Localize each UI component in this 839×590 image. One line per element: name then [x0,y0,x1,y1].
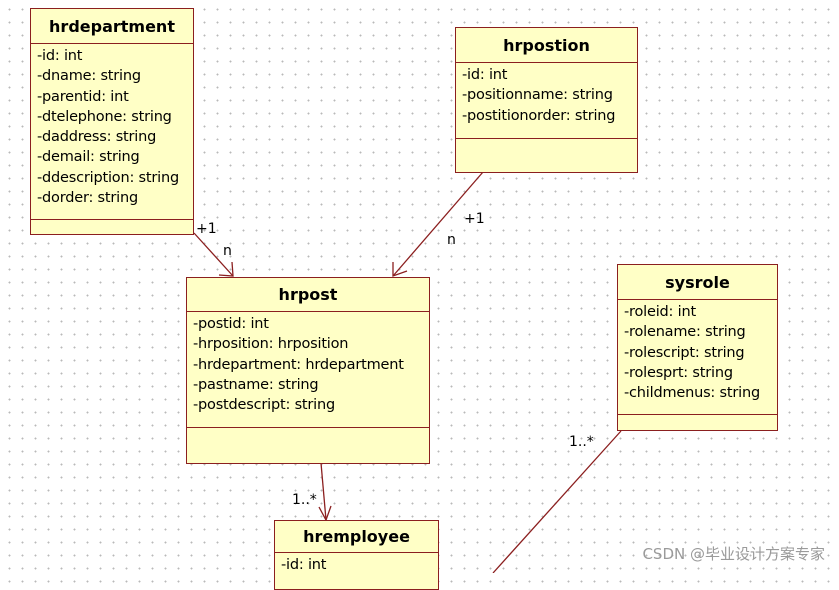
multiplicity-label: n [223,243,232,259]
operation-compartment [187,428,429,463]
attribute: -postdescript: string [193,397,335,414]
attribute: -rolename: string [624,324,746,341]
multiplicity-label: n [447,232,456,248]
multiplicity-label: 1..* [569,434,594,450]
class-hrpostion[interactable]: hrpostion -id: int -positionname: string… [455,27,638,173]
class-name: hrdepartment [31,9,193,44]
post-employee-link [320,462,327,521]
role-link [492,430,622,573]
attribute: -demail: string [37,149,140,166]
attribute-list: -id: int -positionname: string -postitio… [456,63,637,139]
attribute: -pastname: string [193,376,319,393]
attribute: -daddress: string [37,129,157,146]
attribute: -dname: string [37,68,141,85]
attribute: -postid: int [193,316,269,332]
operation-compartment [456,139,637,172]
operation-compartment [31,220,193,234]
attribute-list: -id: int -dname: string -parentid: int -… [31,44,193,220]
position-post-link [392,171,484,277]
multiplicity-label: +1 [196,221,217,237]
attribute: -childmenus: string [624,385,760,402]
dept-post-link [193,232,234,277]
dept-post-arrowhead [218,261,234,277]
attribute: -rolesprt: string [624,364,733,381]
attribute-list: -roleid: int -rolename: string -rolescri… [618,300,777,415]
attribute: -rolescript: string [624,344,745,361]
class-hrpost[interactable]: hrpost -postid: int -hrposition: hrposit… [186,277,430,464]
multiplicity-label: 1..* [292,492,317,508]
class-hremployee[interactable]: hremployee -id: int [274,520,439,590]
attribute: -hrposition: hrposition [193,336,349,353]
uml-diagram-canvas: hrdepartment -id: int -dname: string -pa… [30,8,825,590]
attribute: -dorder: string [37,190,138,207]
class-name: hremployee [275,521,438,553]
attribute: -dtelephone: string [37,108,172,125]
class-sysrole[interactable]: sysrole -roleid: int -rolename: string -… [617,264,778,431]
attribute: -ddescription: string [37,169,179,186]
watermark: CSDN @毕业设计方案专家 [642,545,825,563]
attribute: -id: int [37,48,83,64]
class-name: hrpostion [456,28,637,63]
class-name: sysrole [618,265,777,300]
attribute: -positionname: string [462,87,613,104]
class-hrdepartment[interactable]: hrdepartment -id: int -dname: string -pa… [30,8,194,235]
attribute: -roleid: int [624,304,696,320]
attribute-list: -postid: int -hrposition: hrposition -hr… [187,312,429,428]
position-post-arrowhead [392,262,408,277]
multiplicity-label: +1 [464,211,485,227]
attribute: -id: int [462,67,508,83]
attribute: -hrdepartment: hrdepartment [193,356,404,373]
operation-compartment [618,415,777,430]
attribute: -parentid: int [37,88,129,105]
attribute: -postitionorder: string [462,107,616,124]
attribute: -id: int [281,556,327,573]
attribute-list: -id: int [275,553,438,589]
class-name: hrpost [187,278,429,312]
